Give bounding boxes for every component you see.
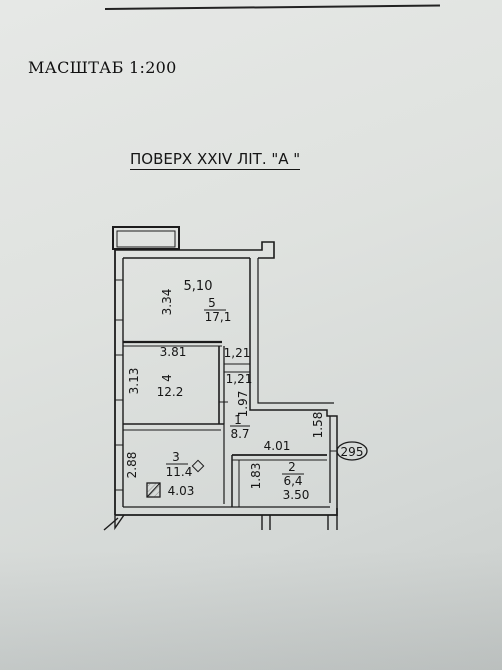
interior-walls: [123, 340, 327, 507]
room-3-number: 3: [172, 450, 180, 464]
room-2-number: 2: [288, 460, 296, 474]
room-1-length: 1.97: [236, 391, 250, 418]
room-4-depth: 3.13: [127, 368, 141, 395]
room-4-area: 12.2: [157, 385, 184, 399]
corridor-depth: 1.58: [311, 412, 325, 439]
room-5-area: 17,1: [205, 310, 232, 324]
room-5-number: 5: [208, 296, 216, 310]
balcony: [112, 226, 180, 250]
room-1-dim-h: 1,21: [226, 372, 253, 386]
room-2-area: 6,4: [283, 474, 302, 488]
room-4-number: 4: [160, 374, 174, 382]
room-3-area: 11.4: [166, 465, 193, 479]
room-1-area: 8.7: [230, 427, 249, 441]
scale-label: МАСШТАБ 1:200: [28, 58, 177, 77]
apartment-number-badge: 295: [330, 441, 368, 461]
wall-stubs: [103, 514, 338, 531]
room-3-depth: 2.88: [125, 452, 139, 479]
room-2: 1.83 2 6,4 3.50: [249, 460, 309, 502]
room-5: 5,10 3.34 5 17,1: [160, 279, 231, 324]
room-5-width: 5,10: [184, 279, 213, 294]
corridor-width: 4.01: [264, 439, 291, 453]
room-1: 1,21 1,21 1.97 1 8.7: [224, 346, 253, 441]
room-3: 2.88 3 11.4 4.03: [125, 450, 194, 498]
page-shadow: [0, 550, 502, 670]
room-2-width: 3.50: [283, 488, 310, 502]
room-2-depth: 1.83: [249, 463, 263, 490]
room-4-width: 3.81: [160, 345, 187, 359]
shaft-box: [146, 482, 161, 498]
floor-title: ПОВЕРХ XXIV ЛІТ. "А ": [130, 150, 301, 170]
apartment-number: 295: [341, 445, 364, 459]
room-1-number: 1: [234, 413, 242, 427]
riser-marker: [191, 459, 205, 473]
windows: [115, 279, 123, 491]
room-3-width: 4.03: [168, 484, 195, 498]
room-4: 3.81 3.13 4 12.2: [127, 345, 186, 399]
outer-walls: [114, 241, 338, 516]
corridor-dimensions: 4.01 1.58: [264, 412, 325, 453]
room-5-depth: 3.34: [160, 289, 174, 316]
room-1-dim-w: 1,21: [224, 346, 251, 360]
